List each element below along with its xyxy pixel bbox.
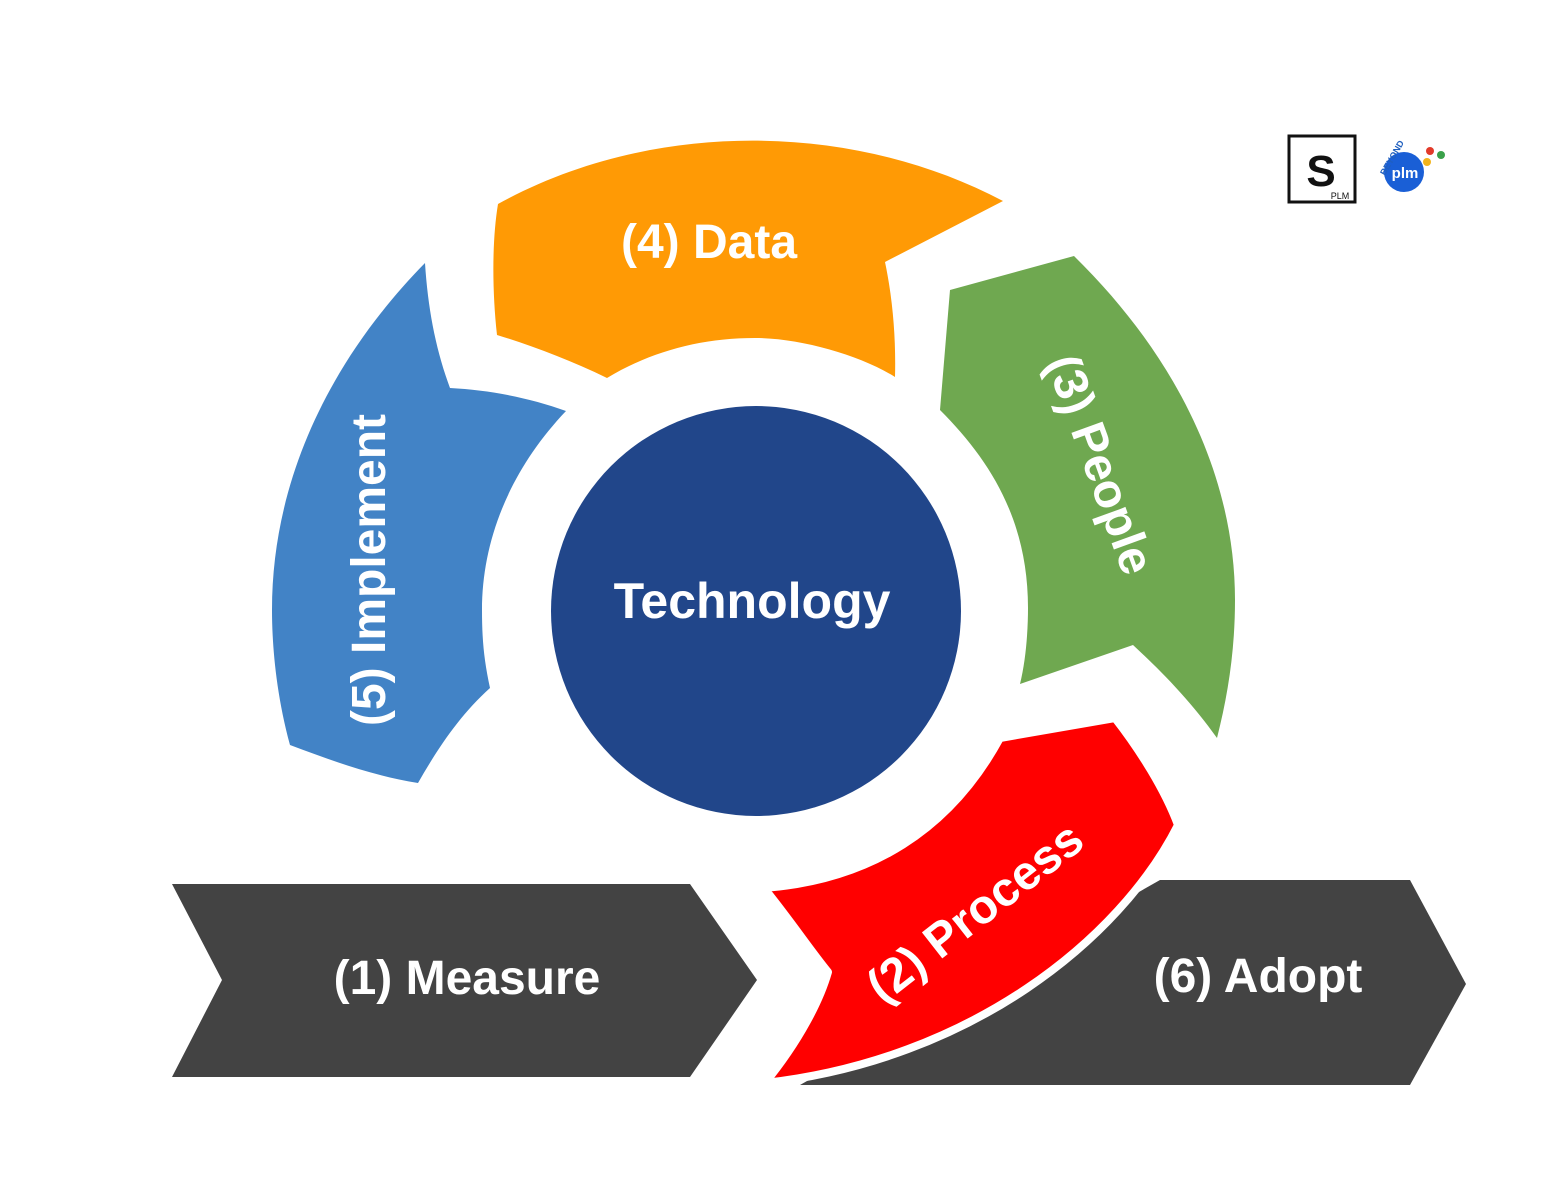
beyondplm-logo: BEYOND plm — [1378, 138, 1445, 192]
beyondplm-main-text: plm — [1392, 165, 1419, 182]
beyondplm-green-dot — [1437, 151, 1445, 159]
splm-logo: S PLM — [1287, 134, 1357, 204]
step-data: (4) Data — [493, 140, 1003, 378]
step-people: (3) People — [940, 256, 1235, 738]
technology-label: Technology — [614, 573, 891, 629]
adopt-shape — [800, 880, 1466, 1085]
beyondplm-main-dot — [1384, 152, 1424, 192]
step-adopt: (6) Adopt — [800, 880, 1466, 1085]
step-measure: (1) Measure — [172, 884, 757, 1077]
measure-label: (1) Measure — [334, 952, 601, 1005]
splm-logo-sub: PLM — [1331, 191, 1350, 201]
technology-circle — [551, 406, 961, 816]
data-label: (4) Data — [621, 216, 797, 269]
people-shape — [940, 256, 1235, 738]
splm-logo-frame — [1287, 134, 1357, 204]
process-shape — [760, 714, 1182, 1087]
step-implement: (5) Implement — [272, 263, 566, 783]
data-shape — [493, 140, 1003, 378]
splm-logo-letter: S — [1306, 147, 1335, 196]
implement-shape — [272, 263, 566, 783]
center-technology: Technology — [551, 406, 961, 816]
measure-shape — [172, 884, 757, 1077]
implement-label: (5) Implement — [343, 414, 396, 726]
adopt-label: (6) Adopt — [1154, 950, 1363, 1003]
beyondplm-red-dot — [1426, 147, 1434, 155]
beyondplm-yellow-dot — [1423, 158, 1431, 166]
